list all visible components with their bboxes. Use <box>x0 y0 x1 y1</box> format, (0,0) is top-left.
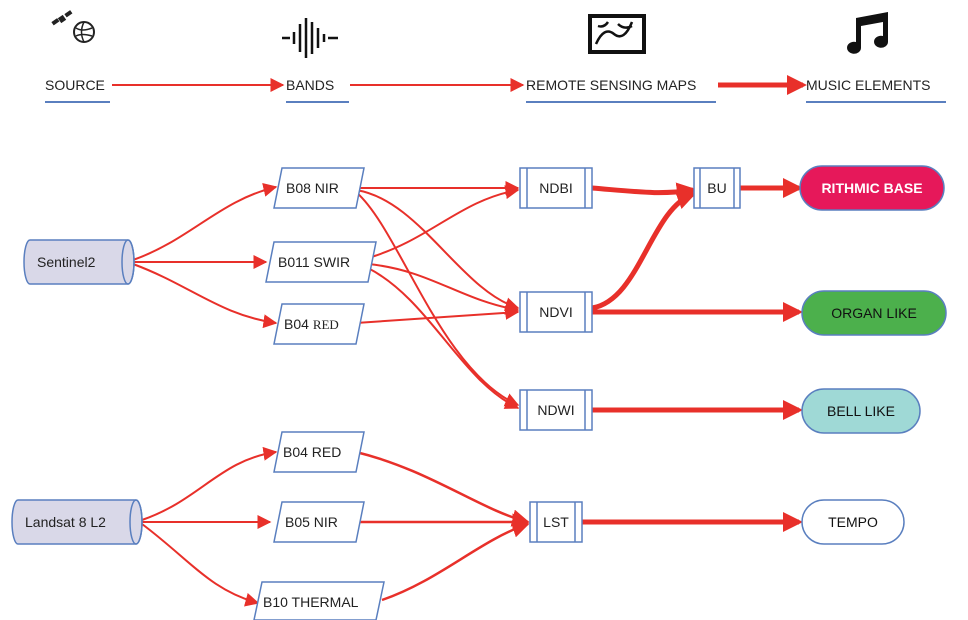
header-bands: BANDS <box>286 77 334 93</box>
map-ndbi-label: NDBI <box>539 180 572 196</box>
band-b04-red-landsat: B04 RED <box>273 431 365 473</box>
header-maps: REMOTE SENSING MAPS <box>526 77 696 93</box>
band-b04-red-sentinel: B04 RED <box>273 303 365 345</box>
waveform-icon <box>282 18 338 58</box>
band-b011-label: B011 SWIR <box>278 254 350 270</box>
map-ndbi: NDBI <box>519 167 593 209</box>
header-source: SOURCE <box>45 77 105 93</box>
music-note-icon <box>847 12 888 54</box>
band-b011-swir: B011 SWIR <box>265 241 377 283</box>
map-lst: LST <box>529 501 583 543</box>
landsat8-label: Landsat 8 L2 <box>25 514 106 530</box>
sentinel2-label: Sentinel2 <box>37 254 96 270</box>
map-ndwi: NDWI <box>519 389 593 431</box>
music-tempo-label: TEMPO <box>828 514 878 530</box>
band-b08-label: B08 NIR <box>286 180 339 196</box>
map-icon <box>588 14 646 54</box>
map-lst-label: LST <box>543 514 569 530</box>
music-bell-label: BELL LIKE <box>827 403 895 419</box>
map-ndwi-label: NDWI <box>537 402 574 418</box>
band-b08-nir: B08 NIR <box>273 167 365 209</box>
source-landsat8: Landsat 8 L2 <box>11 499 143 545</box>
map-bu-label: BU <box>707 180 726 196</box>
map-bu: BU <box>693 167 741 209</box>
music-organ-label: ORGAN LIKE <box>831 305 917 321</box>
header-music: MUSIC ELEMENTS <box>806 77 930 93</box>
music-organ-like: ORGAN LIKE <box>801 290 947 336</box>
map-ndvi: NDVI <box>519 291 593 333</box>
connections <box>132 178 803 607</box>
band-b10-label: B10 THERMAL <box>263 594 359 610</box>
band-b10-thermal: B10 THERMAL <box>253 581 385 620</box>
source-sentinel2: Sentinel2 <box>23 239 135 285</box>
music-bell-like: BELL LIKE <box>801 388 921 434</box>
map-ndvi-label: NDVI <box>539 304 572 320</box>
music-tempo: TEMPO <box>801 499 905 545</box>
band-b05-label: B05 NIR <box>285 514 338 530</box>
band-b04-sentinel-label: B04 RED <box>284 316 339 332</box>
music-rithmic-base: RITHMIC BASE <box>799 165 945 211</box>
band-b04-landsat-label: B04 RED <box>283 444 341 460</box>
satellite-icon <box>51 10 95 43</box>
music-rithmic-label: RITHMIC BASE <box>821 180 922 196</box>
band-b05-nir: B05 NIR <box>273 501 365 543</box>
